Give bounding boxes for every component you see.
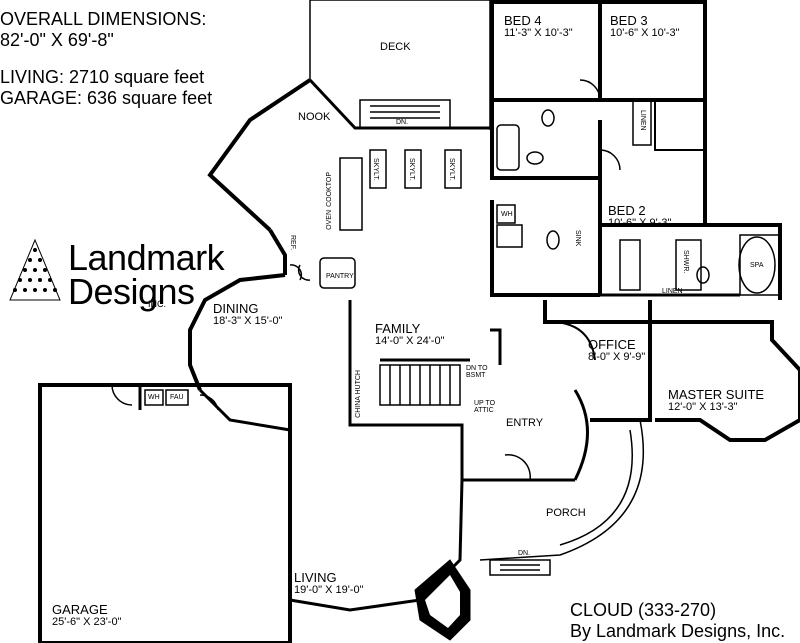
brand-line-1: Landmark (68, 237, 225, 278)
room-deck-label: DECK (380, 41, 411, 53)
room-dining-dims: 18'-3" X 15'-0" (213, 315, 283, 327)
fau-label: FAU (170, 394, 184, 401)
room-family-label: FAMILY (375, 321, 421, 336)
overall-dimensions-value: 82'-0" X 69'-8" (0, 30, 114, 50)
room-living-dims: 19'-0" X 19'-0" (294, 584, 364, 596)
room-master-label: MASTER SUITE (668, 387, 765, 402)
room-porch-label: PORCH (546, 507, 586, 519)
master-walls (648, 300, 800, 442)
living-area: LIVING: 2710 square feet (0, 67, 205, 87)
skylight-1-label: SKYLT. (372, 158, 379, 181)
overall-dimensions-label: OVERALL DIMENSIONS: (0, 9, 207, 29)
office-walls (543, 300, 652, 422)
sink-label: SINK (574, 230, 581, 247)
room-bed3-dims: 10'-6" X 10'-3" (610, 27, 680, 39)
room-bed2-label: BED 2 (608, 203, 646, 218)
room-bed4-label: BED 4 (504, 13, 542, 28)
deck-stair-label: DN. (396, 119, 409, 126)
pantry-label: PANTRY (326, 273, 354, 280)
room-family-dims: 14'-0" X 24'-0" (375, 335, 445, 347)
plan-name: CLOUD (333-270) (570, 600, 717, 620)
china-hutch-label: CHINA HUTCH (355, 370, 362, 418)
shower-label: SHWR. (682, 250, 689, 274)
linen-lower-label: LINEN (662, 288, 683, 295)
dining-walls (188, 273, 286, 391)
room-bed3-label: BED 3 (610, 13, 648, 28)
oven-label: OVEN (326, 210, 333, 230)
room-office-dims: 8'-0" X 9'-9" (588, 351, 646, 363)
landmark-logo-icon (9, 238, 61, 301)
designer-credit: By Landmark Designs, Inc. (570, 621, 786, 641)
room-living-label: LIVING (294, 570, 337, 585)
laundry-wh-label: WH (501, 211, 513, 218)
room-office-label: OFFICE (588, 337, 636, 352)
room-dining-label: DINING (213, 301, 259, 316)
cooktop-label: COOKTOP (326, 172, 333, 207)
dn-to-bsmt-label: DN TO BSMT (466, 365, 488, 379)
garage-wh-label: WH (148, 394, 160, 401)
nook-walls (207, 78, 312, 232)
spa-label: SPA (750, 262, 764, 269)
ref-label: REF. (289, 235, 296, 251)
room-garage-label: GARAGE (52, 602, 108, 617)
up-to-attic-label: UP TO ATTIC (474, 400, 496, 414)
skylight-3-label: SKYLT. (448, 158, 455, 181)
room-entry-label: ENTRY (506, 417, 544, 429)
room-nook-label: NOOK (298, 111, 331, 123)
bed3-walls (598, 0, 707, 102)
brand-suffix: INC. (148, 299, 166, 309)
room-bed4-dims: 11'-3" X 10'-3" (504, 27, 573, 39)
room-master-dims: 12'-0" X 13'-3" (668, 401, 738, 413)
linen-upper-label: LINEN (639, 110, 646, 131)
brand-line-2: Designs (68, 271, 195, 312)
skylight-2-label: SKYLT. (408, 158, 415, 181)
porch-stair-label: DN. (518, 550, 531, 557)
garage-area: GARAGE: 636 square feet (0, 88, 213, 108)
room-garage-dims: 25'-6" X 23'-0" (52, 616, 122, 628)
room-bed2-dims: 10'-6" X 9'-3" (608, 217, 672, 229)
porch-arc (479, 419, 645, 561)
